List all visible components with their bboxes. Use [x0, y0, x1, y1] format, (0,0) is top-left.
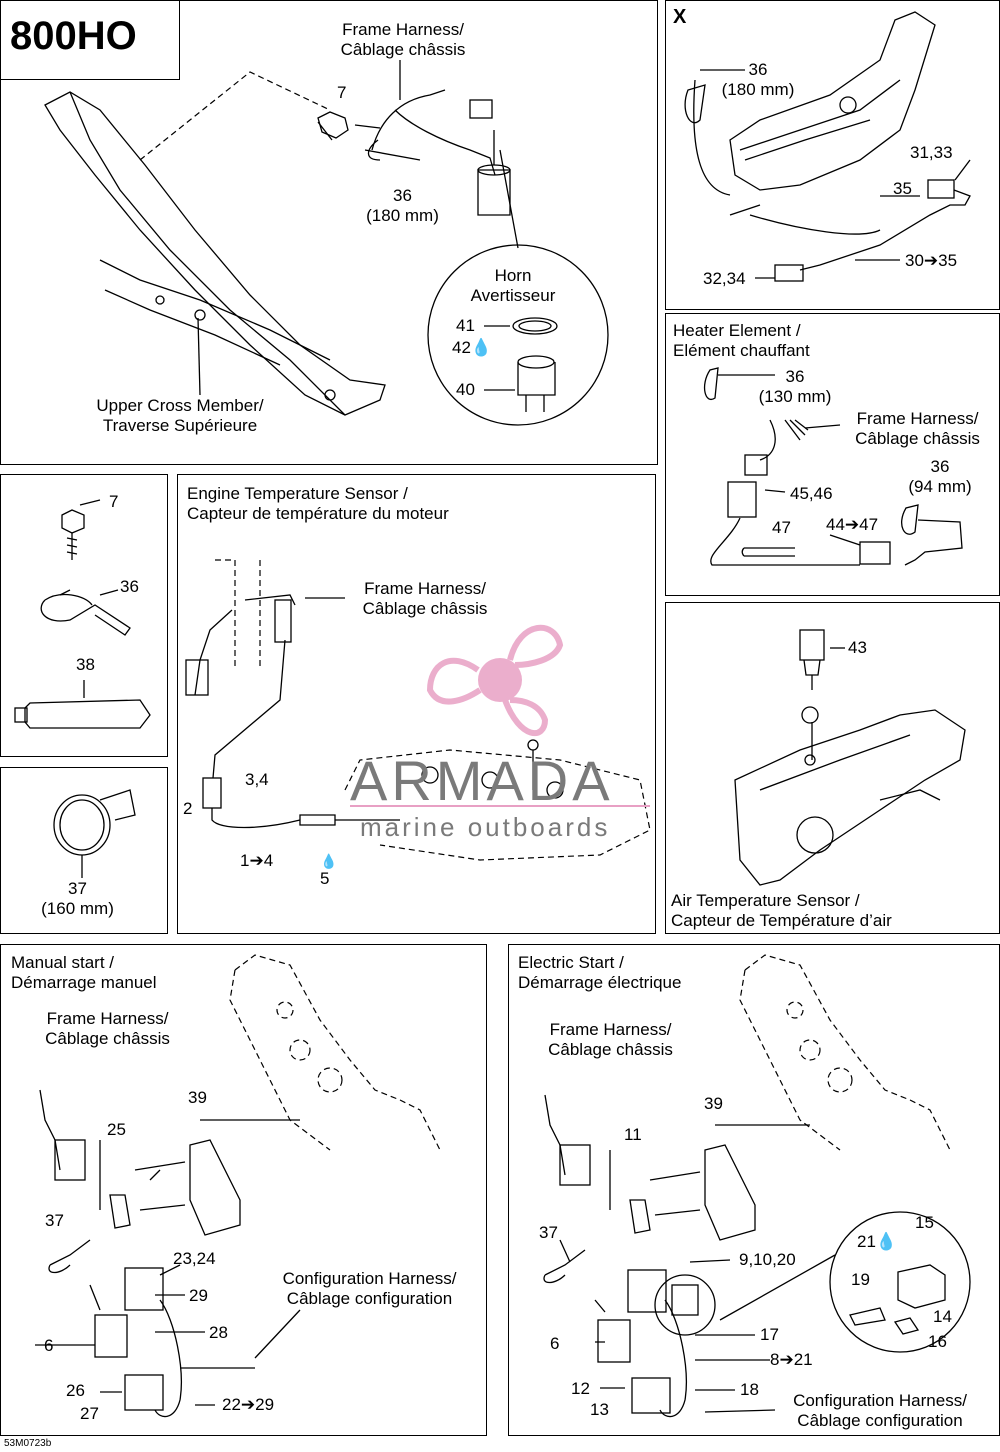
engine-temp-title: Engine Temperature Sensor /Capteur de te…	[187, 484, 449, 523]
x-panel-mark: X	[673, 6, 687, 28]
ref-15: 15	[915, 1213, 934, 1232]
ref-2: 2	[183, 799, 193, 818]
watermark-propeller	[426, 624, 564, 737]
drop-icon: 💧	[470, 338, 493, 357]
drop-icon: 💧	[320, 853, 338, 869]
ref-22-29: 22➔29	[222, 1395, 275, 1414]
x-panel-drawing	[684, 11, 971, 282]
manual-start-title: Manual start /Démarrage manuel	[11, 953, 157, 992]
electric-start-title: Electric Start /Démarrage électrique	[518, 953, 682, 992]
ref-13: 13	[590, 1400, 609, 1419]
ref-28: 28	[209, 1323, 228, 1342]
ref-37-clamp: 37(160 mm)	[41, 879, 114, 918]
ref-36-main: 36(180 mm)	[366, 186, 439, 225]
drop-icon: 💧	[875, 1232, 898, 1251]
ref-43: 43	[848, 638, 867, 657]
ref-25: 25	[107, 1120, 126, 1139]
ref-36-heater-a: 36(130 mm)	[758, 367, 832, 406]
ref-41: 41	[456, 316, 475, 335]
ref-8-21: 8➔21	[770, 1350, 813, 1369]
heater-frame-harness-label: Frame Harness/Câblage châssis	[855, 409, 980, 448]
air-temp-panel	[665, 602, 1000, 934]
horn-drawing	[427, 130, 609, 426]
ref-26: 26	[66, 1381, 85, 1400]
ref-19: 19	[851, 1270, 870, 1289]
engine-frame-harness-label: Frame Harness/Câblage châssis	[362, 579, 488, 618]
ref-16: 16	[928, 1332, 947, 1351]
electric-start-panel	[508, 944, 1000, 1436]
heater-drawing	[703, 367, 963, 566]
ref-18: 18	[740, 1380, 759, 1399]
ref-30-35: 30➔35	[905, 251, 958, 270]
frame-harness-label: Frame Harness/Câblage châssis	[340, 20, 466, 59]
ref-5: 💧5	[320, 853, 338, 888]
parts-panel	[0, 474, 168, 757]
ref-3-4: 3,4	[245, 770, 269, 789]
upper-cross-member-label: Upper Cross Member/Traverse Supérieure	[96, 396, 264, 435]
ref-1-4: 1➔4	[240, 851, 274, 870]
electric-config-harness-label: Configuration Harness/Câblage configurat…	[793, 1391, 967, 1430]
electric-start-drawing	[543, 954, 971, 1418]
x-panel	[665, 0, 1000, 310]
ref-37-manual: 37	[45, 1211, 64, 1230]
ref-21: 21💧	[857, 1232, 898, 1251]
ref-37-electric: 37	[539, 1223, 558, 1242]
ref-11: 11	[624, 1125, 642, 1144]
ref-7-main: 7	[337, 83, 347, 102]
ref-32-34: 32,34	[703, 269, 746, 288]
ref-29: 29	[189, 1286, 208, 1305]
frame-harness-drawing	[317, 60, 496, 176]
heater-panel	[665, 313, 1000, 596]
ref-39-manual: 39	[188, 1088, 207, 1107]
ref-6-electric: 6	[550, 1334, 560, 1353]
clamp-drawing	[53, 789, 136, 878]
engine-temp-drawing	[185, 559, 651, 861]
ref-23-24: 23,24	[173, 1249, 216, 1268]
ref-7-parts: 7	[109, 492, 119, 511]
ref-27: 27	[80, 1404, 99, 1423]
ref-36-x: 36(180 mm)	[721, 60, 795, 99]
ref-6-manual: 6	[44, 1336, 54, 1355]
ref-38: 38	[76, 655, 95, 674]
parts-drawing	[14, 499, 151, 729]
heater-title: Heater Element /Elément chauffant	[673, 321, 810, 360]
air-temp-drawing	[734, 629, 966, 886]
manual-frame-harness-label: Frame Harness/Câblage châssis	[45, 1009, 170, 1048]
ref-40: 40	[456, 380, 475, 399]
ref-17: 17	[760, 1325, 779, 1344]
manual-config-harness-label: Configuration Harness/Câblage configurat…	[282, 1269, 457, 1308]
model-title: 800HO	[10, 14, 137, 58]
model-title-box	[0, 0, 180, 80]
upper-cross-member-drawing	[44, 71, 386, 416]
air-temp-title: Air Temperature Sensor /Capteur de Tempé…	[671, 891, 892, 930]
ref-45-46: 45,46	[790, 484, 833, 503]
ref-42: 42💧	[452, 338, 493, 357]
diagram-code: 53M0723b	[4, 1438, 52, 1449]
ref-47: 47	[772, 518, 791, 537]
watermark-brand: ARMADA	[350, 749, 614, 812]
watermark-tagline: marine outboards	[360, 812, 611, 842]
ref-36-parts: 36	[120, 577, 139, 596]
ref-12: 12	[571, 1379, 590, 1398]
engine-temp-panel	[177, 474, 656, 934]
ref-31-33: 31,33	[910, 143, 953, 162]
ref-39-electric: 39	[704, 1094, 723, 1113]
ref-35: 35	[893, 179, 912, 198]
manual-start-drawing	[35, 954, 441, 1418]
manual-start-panel	[0, 944, 487, 1436]
ref-36-heater-b: 36(94 mm)	[908, 457, 972, 496]
ref-9-10-20: 9,10,20	[739, 1250, 796, 1269]
ref-14: 14	[933, 1307, 952, 1326]
ref-44-47: 44➔47	[826, 515, 879, 534]
electric-frame-harness-label: Frame Harness/Câblage châssis	[548, 1020, 673, 1059]
